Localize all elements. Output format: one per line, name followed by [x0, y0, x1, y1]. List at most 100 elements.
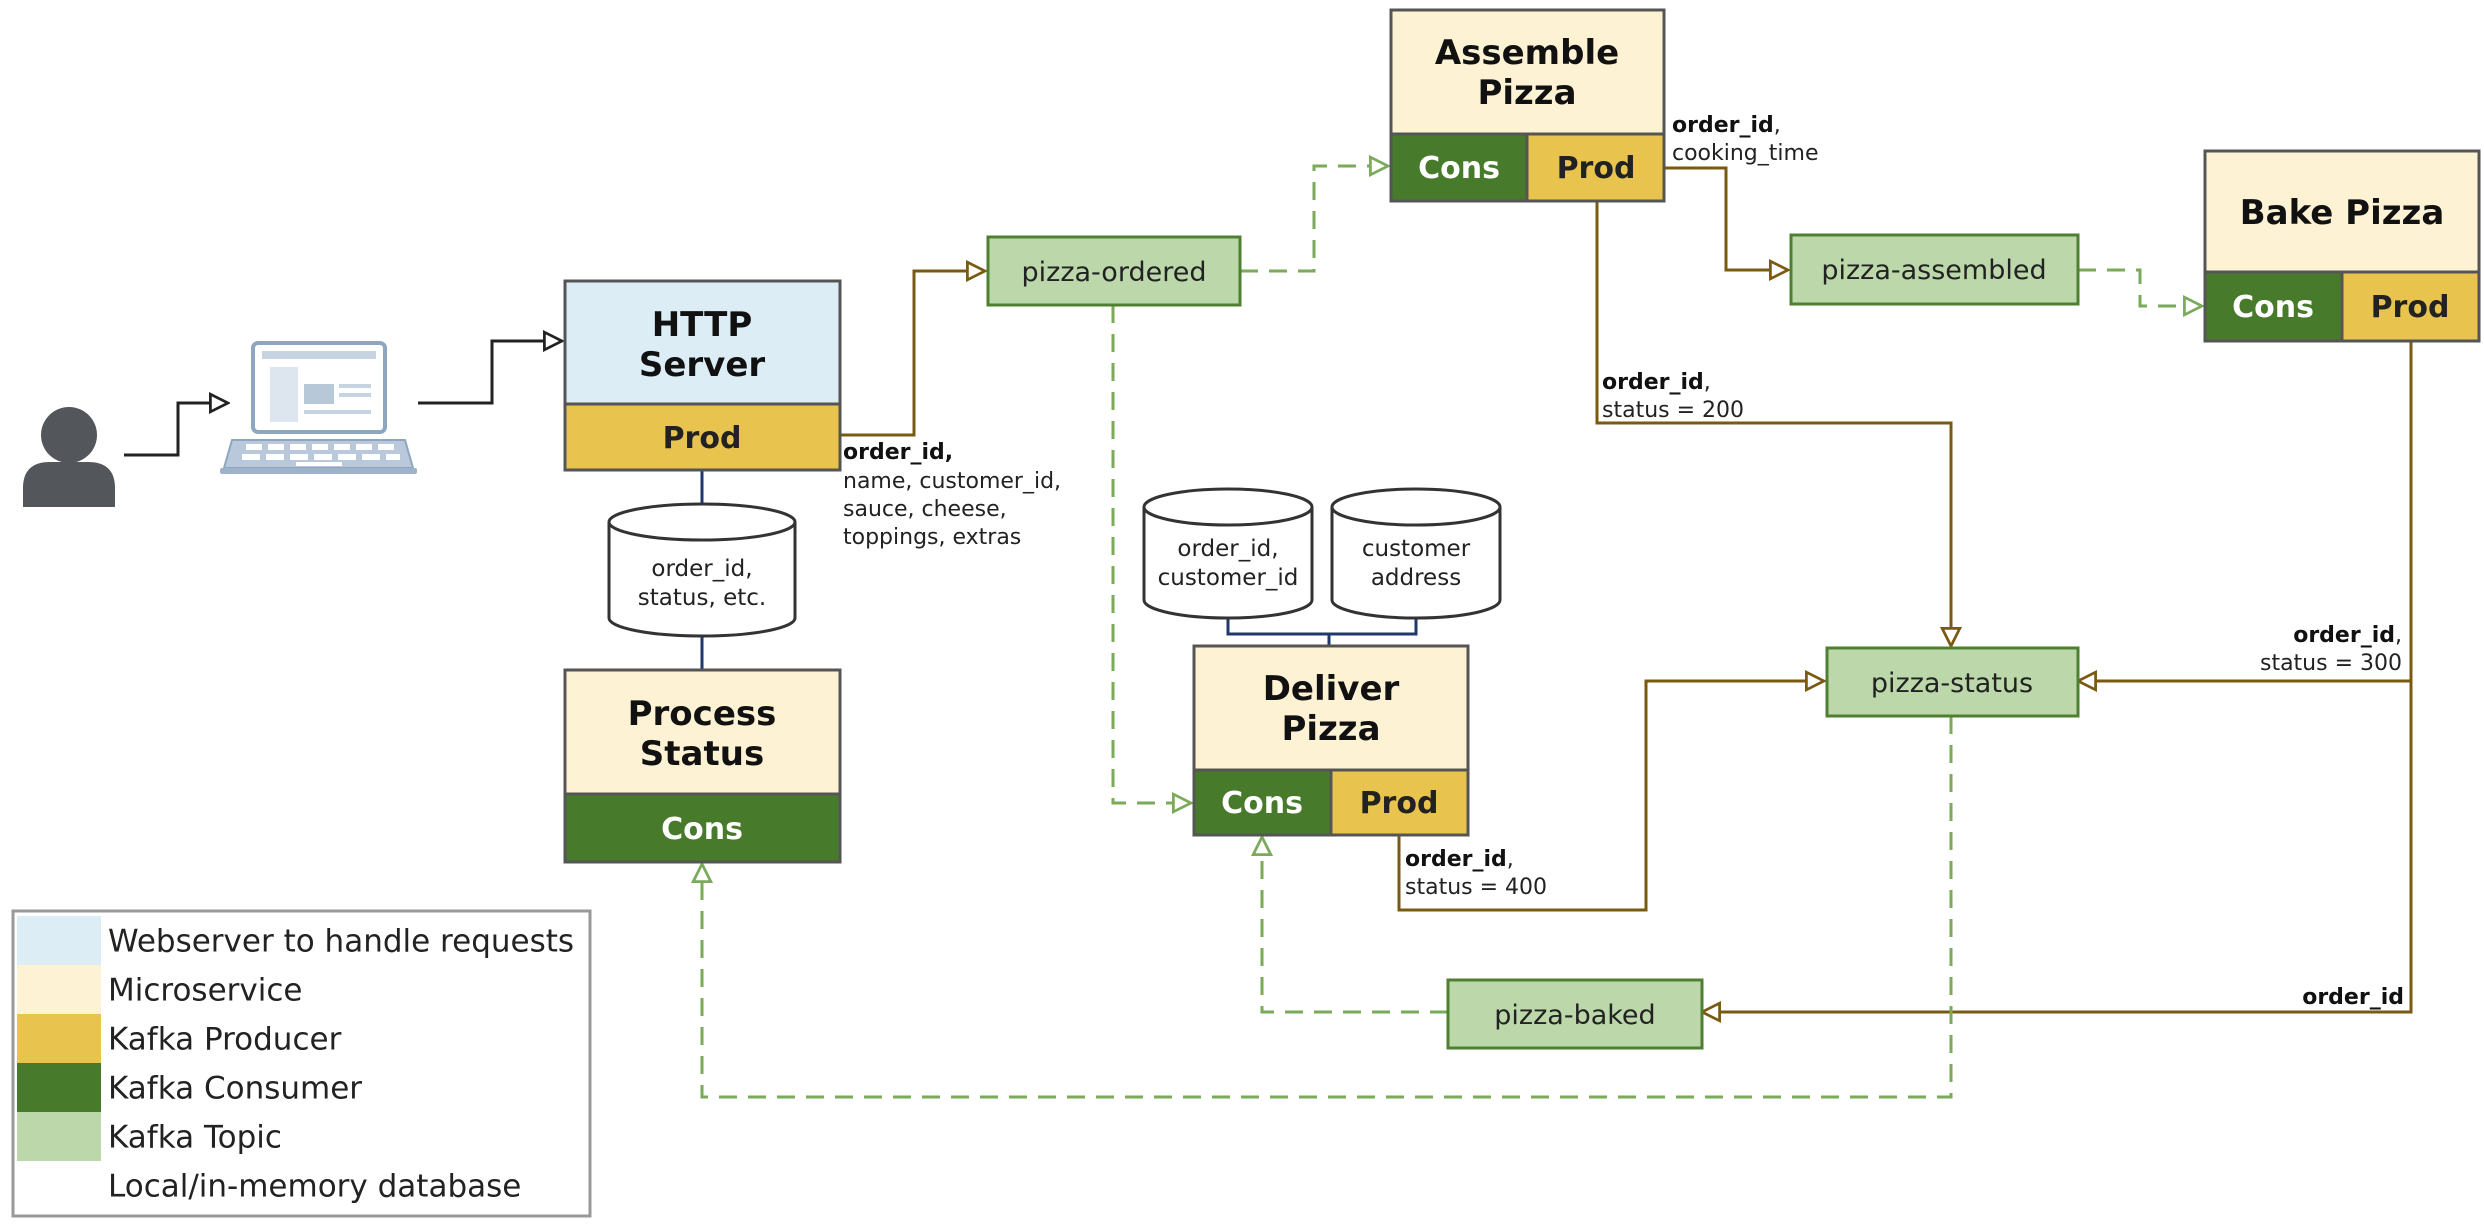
- annotation-bake-status: order_id, status = 300: [2260, 623, 2402, 676]
- legend: Webserver to handle requestsMicroservice…: [11, 909, 592, 1218]
- annotation-bake-baked-key: order_id: [2302, 985, 2404, 1010]
- legend-label-0: Webserver to handle requests: [108, 924, 574, 960]
- deliver-pizza-title-line-2: Pizza: [1281, 709, 1380, 749]
- legend-swatch-0: [17, 916, 101, 965]
- svg-text:order_id,: order_id,: [2293, 623, 2402, 648]
- legend-label-3: Kafka Consumer: [108, 1071, 362, 1107]
- annotation-assemble-prod-line: cooking_time: [1672, 141, 1818, 166]
- laptop-to-server-arrow: [418, 341, 562, 405]
- bake-pizza-title: Bake Pizza: [2240, 193, 2445, 233]
- deliver-pizza-producer[interactable]: [1329, 768, 1470, 837]
- deliver-db-links: [1226, 618, 1418, 646]
- process-status-title-line-1: Process: [628, 694, 777, 734]
- bake-pizza-cons-label: Cons: [2232, 290, 2314, 325]
- topic-pizza-ordered-label: pizza-ordered: [1022, 257, 1207, 288]
- http-server-title-line-1: HTTP: [652, 305, 753, 345]
- annotation-assemble-prod: order_id, cooking_time: [1672, 113, 1818, 166]
- deliver-pizza-title-line-1: Deliver: [1263, 669, 1400, 709]
- legend-label-2: Kafka Producer: [108, 1022, 342, 1058]
- annotation-assemble-prod-key: order_id: [1672, 113, 1774, 138]
- bake-pizza-consumer[interactable]: [2203, 270, 2344, 343]
- deliver-prod-to-pizza-status: [1397, 681, 1824, 912]
- topic-pizza-assembled[interactable]: pizza-assembled: [1789, 233, 2080, 306]
- assemble-pizza-cons-label: Cons: [1418, 151, 1500, 186]
- annotation-assemble-status-line: status = 200: [1602, 398, 1744, 423]
- pizza-ordered-to-assemble-cons: [1240, 166, 1388, 273]
- assemble-pizza-service[interactable]: Assemble Pizza Cons Prod: [1389, 8, 1666, 203]
- legend-label-5: Local/in-memory database: [108, 1169, 521, 1205]
- deliver-orders-db-line-2: customer_id: [1158, 565, 1299, 591]
- deliver-orders-database: order_id, customer_id: [1142, 487, 1314, 620]
- pizza-ordered-to-deliver-cons: [1111, 305, 1191, 803]
- annotation-http-prod-line-2: sauce, cheese,: [843, 497, 1007, 522]
- assemble-pizza-title-line-2: Pizza: [1477, 73, 1576, 113]
- connectors: [124, 166, 2413, 1099]
- http-server-service[interactable]: HTTP Server Prod: [563, 279, 842, 472]
- svg-text:order_id,: order_id,: [1405, 847, 1514, 872]
- user-to-laptop-arrow: [124, 403, 228, 457]
- svg-text:order_id,: order_id,: [1602, 370, 1711, 395]
- annotation-bake-status-line: status = 300: [2260, 651, 2402, 676]
- annotation-assemble-status-comma: ,: [1704, 370, 1711, 395]
- laptop-icon: [220, 341, 417, 474]
- process-status-db-line-2: status, etc.: [638, 585, 766, 611]
- topic-pizza-baked[interactable]: pizza-baked: [1446, 978, 1704, 1050]
- assemble-prod-to-pizza-status: [1595, 201, 1951, 646]
- bake-pizza-service[interactable]: Bake Pizza Cons Prod: [2203, 149, 2481, 343]
- pizza-assembled-to-bake-cons: [2078, 268, 2202, 306]
- legend-box: [11, 909, 592, 1218]
- bake-prod-to-pizza-baked: [1702, 681, 2413, 1012]
- http-server-producer[interactable]: [563, 402, 842, 472]
- deliver-pizza-prod-label: Prod: [1360, 786, 1439, 821]
- legend-swatch-4: [17, 1112, 101, 1161]
- deliver-address-db-line-2: address: [1371, 565, 1461, 591]
- annotation-assemble-prod-comma: ,: [1774, 113, 1781, 138]
- http-prod-to-pizza-ordered: [840, 271, 985, 437]
- bake-pizza-prod-label: Prod: [2371, 290, 2450, 325]
- legend-swatch-1: [17, 965, 101, 1014]
- topic-pizza-status[interactable]: pizza-status: [1825, 646, 2080, 718]
- assemble-pizza-prod-label: Prod: [1557, 151, 1636, 186]
- deliver-address-database: customer address: [1330, 487, 1502, 620]
- process-status-title-line-2: Status: [640, 734, 764, 774]
- annotation-http-prod-line-3: toppings, extras: [843, 525, 1021, 550]
- assemble-pizza-producer[interactable]: [1525, 132, 1666, 203]
- legend-swatch-3: [17, 1063, 101, 1112]
- deliver-address-db-line-1: customer: [1362, 536, 1471, 562]
- assemble-prod-to-pizza-assembled: [1664, 166, 1788, 270]
- process-status-database: order_id, status, etc.: [607, 502, 797, 638]
- annotation-deliver-status-key: order_id: [1405, 847, 1507, 872]
- assemble-pizza-consumer[interactable]: [1389, 132, 1529, 203]
- process-status-service[interactable]: Process Status Cons: [563, 668, 842, 864]
- topic-pizza-status-label: pizza-status: [1871, 668, 2033, 699]
- deliver-pizza-cons-label: Cons: [1221, 786, 1303, 821]
- annotation-assemble-status: order_id, status = 200: [1602, 370, 1744, 423]
- deliver-pizza-service[interactable]: Deliver Pizza Cons Prod: [1192, 644, 1470, 837]
- annotation-bake-status-comma: ,: [2395, 623, 2402, 648]
- process-status-cons-label: Cons: [661, 812, 743, 847]
- legend-label-1: Microservice: [108, 973, 302, 1009]
- http-server-prod-label: Prod: [663, 421, 742, 456]
- annotation-http-prod: order_id, name, customer_id, sauce, chee…: [843, 440, 1061, 550]
- annotation-deliver-status-comma: ,: [1507, 847, 1514, 872]
- svg-text:order_id,: order_id,: [1672, 113, 1781, 138]
- user-icon: [23, 407, 115, 507]
- pizza-status-to-process-cons: [702, 716, 1953, 1099]
- annotation-bake-status-key: order_id: [2293, 623, 2395, 648]
- process-status-consumer[interactable]: [563, 792, 842, 864]
- process-status-db-line-1: order_id,: [651, 556, 752, 582]
- legend-label-4: Kafka Topic: [108, 1120, 282, 1156]
- annotation-deliver-status-line: status = 400: [1405, 875, 1547, 900]
- annotation-assemble-status-key: order_id: [1602, 370, 1704, 395]
- pizza-baked-to-deliver-cons: [1262, 837, 1448, 1014]
- topic-pizza-assembled-label: pizza-assembled: [1821, 255, 2046, 286]
- deliver-orders-db-line-1: order_id,: [1177, 536, 1278, 562]
- annotation-http-prod-key: order_id,: [843, 440, 953, 465]
- legend-swatch-2: [17, 1014, 101, 1063]
- assemble-pizza-title-line-1: Assemble: [1435, 33, 1619, 73]
- http-server-title-line-2: Server: [639, 345, 766, 385]
- topic-pizza-ordered[interactable]: pizza-ordered: [986, 235, 1242, 307]
- legend-rows: Webserver to handle requestsMicroservice…: [17, 916, 574, 1210]
- bake-pizza-producer[interactable]: [2340, 270, 2481, 343]
